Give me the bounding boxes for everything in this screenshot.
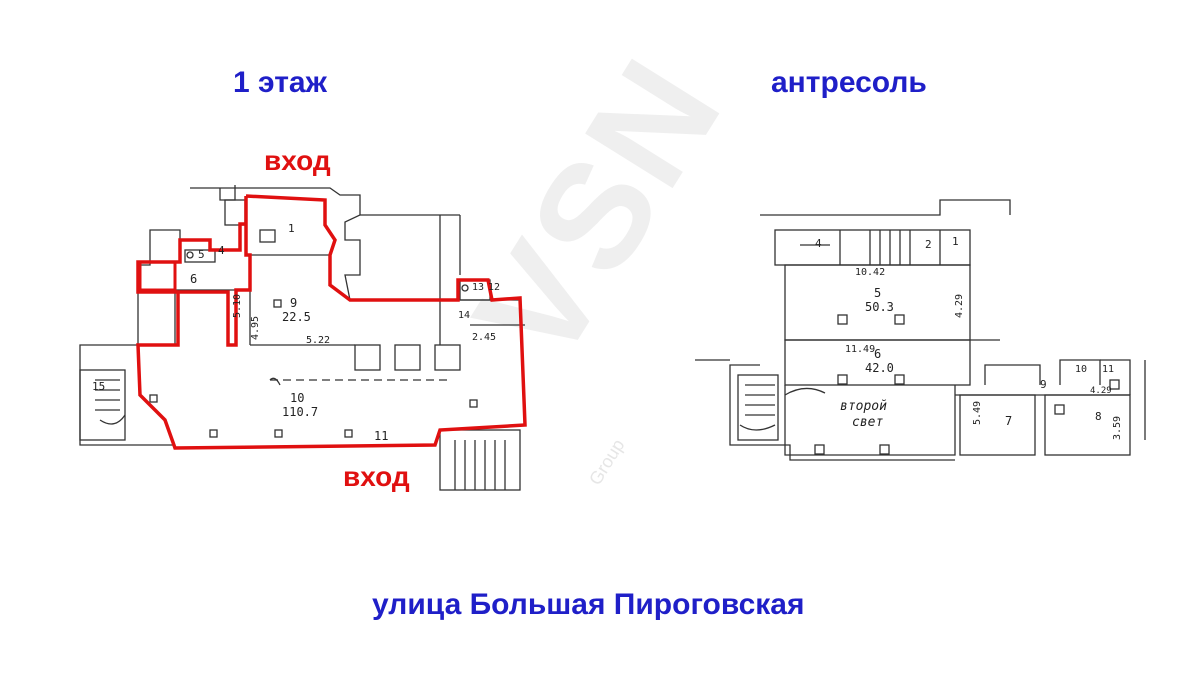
- dimension-label: 3.59: [1112, 416, 1123, 440]
- room-number: 9: [1040, 378, 1047, 391]
- premises-outline-inner: [138, 260, 177, 292]
- room-number: 4: [815, 237, 822, 250]
- mezzanine-labels: 1 2 4 5 50.3 6 42.0 7 8 9 10 11 10.42 4.…: [815, 235, 1123, 440]
- room-area: 110.7: [282, 405, 318, 419]
- room-number: 8: [1095, 410, 1102, 423]
- second-light-label: второй: [840, 399, 887, 414]
- room-number: 5: [874, 286, 881, 300]
- dimension-label: 10.42: [855, 267, 885, 278]
- room-number: 13: [472, 282, 484, 293]
- entrance-label-bottom: вход: [343, 461, 410, 492]
- floor1-plan: [79, 185, 525, 491]
- room-number: 2: [925, 238, 932, 251]
- room-number: 6: [190, 272, 197, 286]
- dimension-label: 5.22: [306, 335, 330, 346]
- room-number: 10: [1075, 364, 1087, 375]
- dimension-label: 4.95: [250, 316, 261, 340]
- floor1-heading: 1 этаж: [233, 66, 327, 99]
- second-light-label: свет: [852, 415, 883, 430]
- dimension-label: 11.49: [845, 344, 875, 355]
- room-area: 50.3: [865, 300, 894, 314]
- room-area: 42.0: [865, 361, 894, 375]
- floor1-labels: 1 4 5 6 9 22.5 10 110.7 11 12 13 14 15 5…: [92, 222, 500, 443]
- dimension-label: 2.45: [472, 332, 496, 343]
- room-number: 1: [288, 222, 295, 235]
- room-number: 11: [374, 429, 388, 443]
- premises-outline: [136, 194, 527, 450]
- room-number: 5: [198, 248, 205, 261]
- room-number: 11: [1102, 364, 1114, 375]
- room-number: 1: [952, 235, 959, 248]
- premises-outline-west: [136, 222, 246, 294]
- dimension-label: 5.10: [232, 294, 243, 318]
- room-number: 12: [488, 282, 500, 293]
- dimension-label: 4.29: [1090, 386, 1112, 396]
- room-number: 15: [92, 380, 105, 393]
- dimension-label: 5.49: [972, 401, 983, 425]
- room-number: 7: [1005, 414, 1012, 428]
- street-caption: улица Большая Пироговская: [372, 588, 805, 621]
- room-number: 14: [458, 310, 470, 321]
- room-number: 9: [290, 296, 297, 310]
- room-area: 22.5: [282, 310, 311, 324]
- entrance-label-top: вход: [264, 145, 331, 176]
- room-number: 4: [218, 244, 225, 257]
- room-number: 10: [290, 391, 304, 405]
- mezzanine-plan: [695, 199, 1146, 461]
- room-number: 6: [874, 347, 881, 361]
- mezzanine-heading: антресоль: [771, 66, 927, 99]
- dimension-label: 4.29: [954, 294, 965, 318]
